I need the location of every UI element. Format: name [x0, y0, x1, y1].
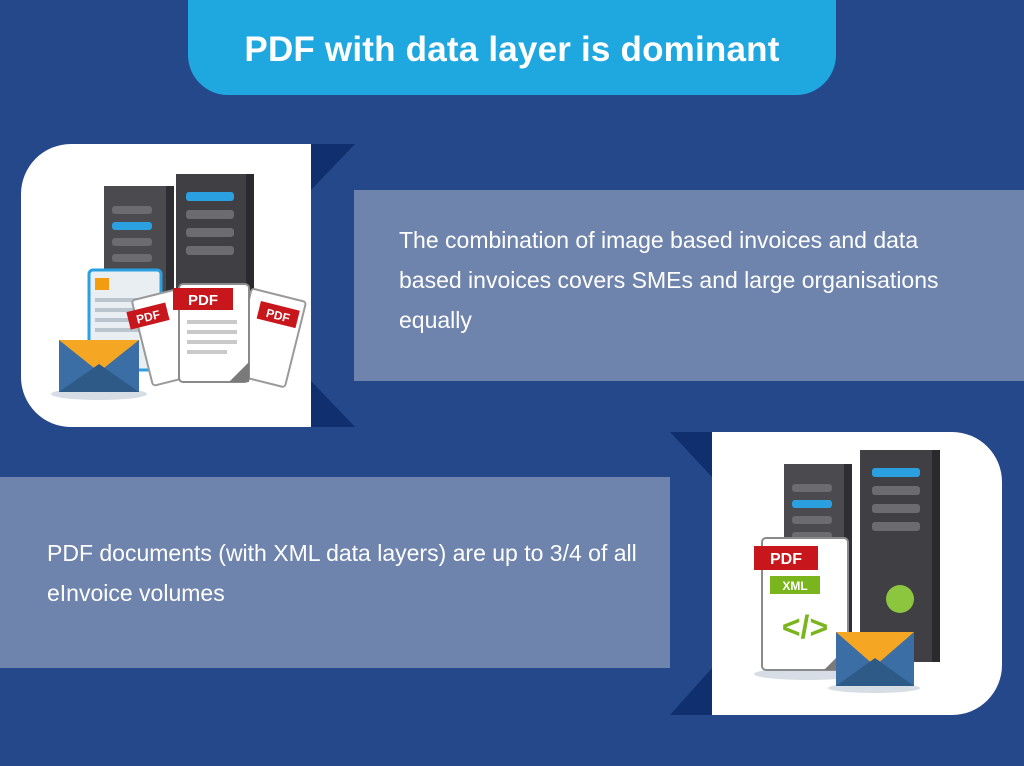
band-corner	[311, 381, 355, 427]
pdf-document-icon: PDF	[173, 283, 250, 383]
svg-text:PDF: PDF	[135, 307, 162, 326]
page-title: PDF with data layer is dominant	[244, 30, 780, 69]
text-band-1: The combination of image based invoices …	[354, 190, 1024, 381]
illustration-card-2: PDF XML </>	[712, 432, 1002, 715]
envelope-icon	[828, 632, 920, 693]
band-corner	[670, 432, 712, 477]
section-1-text: The combination of image based invoices …	[399, 227, 939, 333]
illustration-card-1: PDF PDF PDF	[21, 144, 311, 427]
text-band-2: PDF documents (with XML data layers) are…	[0, 477, 670, 668]
svg-text:PDF: PDF	[265, 306, 292, 325]
server-icon	[860, 450, 940, 662]
band-corner	[311, 144, 355, 190]
envelope-icon	[51, 340, 147, 400]
svg-text:PDF: PDF	[770, 551, 802, 568]
title-banner: PDF with data layer is dominant	[188, 0, 836, 95]
svg-text:PDF: PDF	[188, 292, 218, 309]
servers-pdf-email-illustration: PDF PDF PDF	[51, 174, 307, 400]
svg-text:XML: XML	[782, 579, 807, 593]
svg-text:</>: </>	[782, 609, 828, 645]
servers-xml-email-illustration: PDF XML </>	[754, 450, 940, 693]
band-corner	[670, 668, 712, 715]
section-2-text: PDF documents (with XML data layers) are…	[47, 540, 637, 606]
